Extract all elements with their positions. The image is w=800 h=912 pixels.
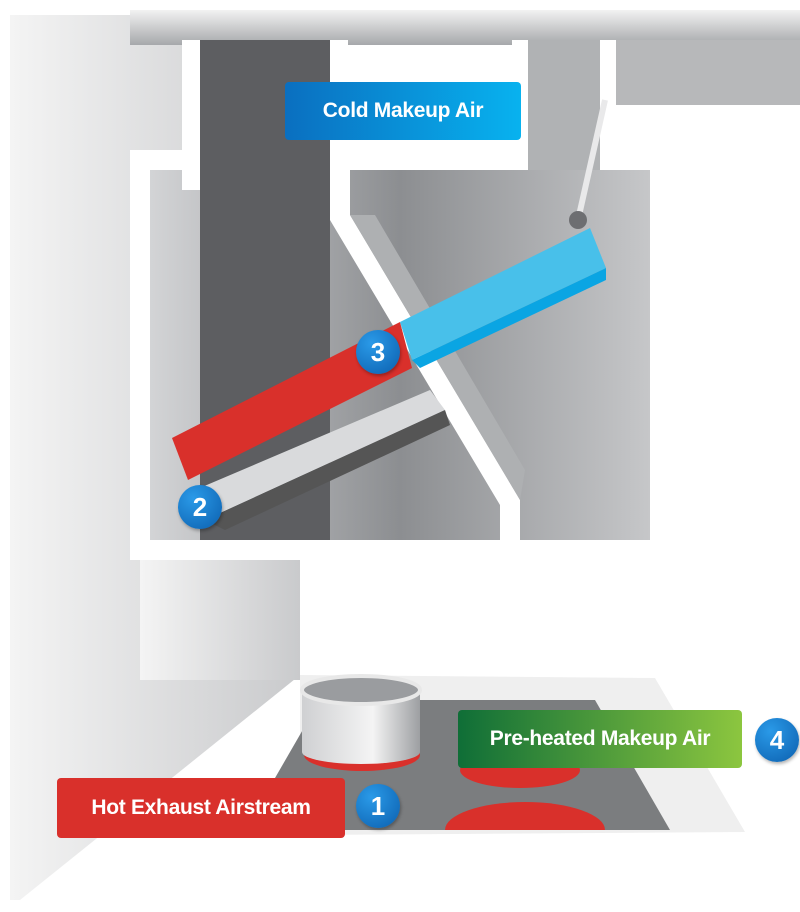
damper-rod — [575, 99, 608, 221]
preheated-makeup-air-label: Pre-heated Makeup Air — [458, 710, 742, 768]
ceiling — [130, 10, 800, 45]
supply-duct — [528, 40, 600, 170]
hot-exhaust-airstream-label: Hot Exhaust Airstream — [57, 778, 345, 838]
ceiling-duct — [600, 40, 800, 105]
heat-exchanger-cold-edge — [412, 268, 606, 368]
cold-makeup-air-label: Cold Makeup Air — [285, 82, 521, 140]
damper-pivot — [569, 211, 587, 229]
step-badge-2: 2 — [178, 485, 222, 529]
pot-base — [302, 740, 420, 764]
step-badge-4: 4 — [755, 718, 799, 762]
filter-bar — [195, 390, 445, 520]
step-badge-1: 1 — [356, 784, 400, 828]
pot-rim — [300, 674, 422, 706]
filter-bar-shadow — [205, 410, 450, 530]
supply-duct-wall — [600, 40, 616, 110]
burner — [445, 802, 605, 830]
exhaust-duct-wall — [182, 40, 200, 190]
step-badge-3: 3 — [356, 330, 400, 374]
hood-support — [140, 540, 300, 680]
heat-exchanger-hot — [172, 322, 412, 480]
heat-exchanger-cold — [400, 228, 606, 360]
